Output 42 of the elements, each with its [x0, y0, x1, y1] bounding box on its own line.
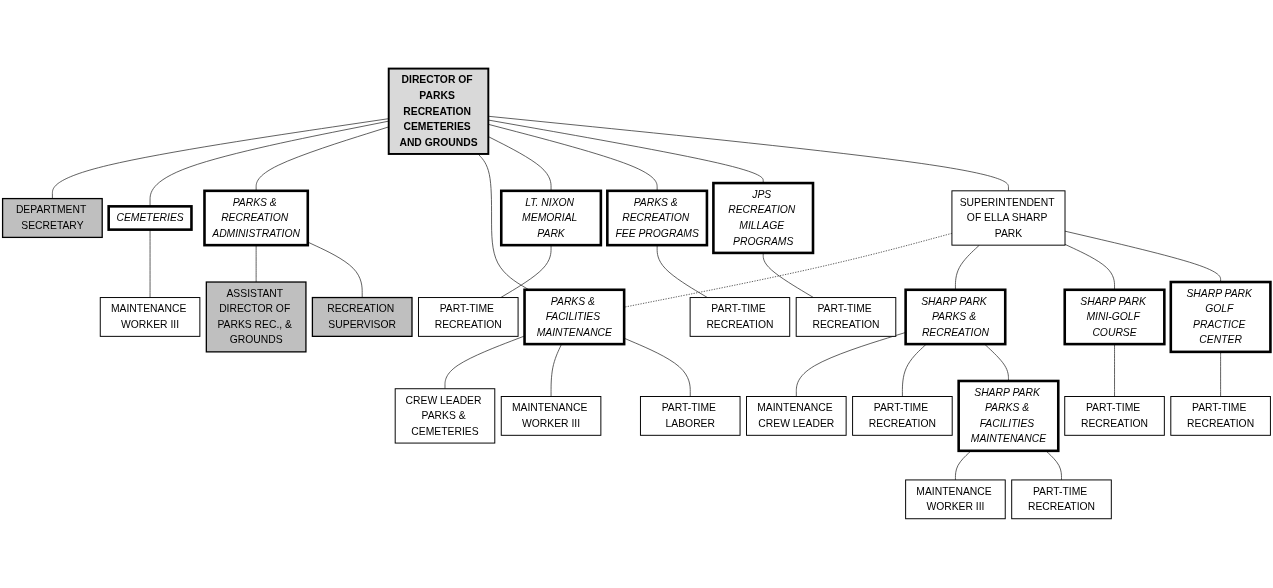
- node-box: ASSISTANT DIRECTOR OF PARKS REC., & GROUNDS: [205, 281, 307, 353]
- node-box: PART-TIME RECREATION: [795, 297, 897, 338]
- connector: [656, 245, 708, 299]
- node-box: SUPERINTENDENT OF ELLA SHARP PARK: [951, 190, 1066, 246]
- node-box: JPS RECREATION MILLAGE PROGRAMS: [712, 182, 815, 255]
- node-box: PART-TIME RECREATION: [1170, 396, 1271, 437]
- node-box: PART-TIME LABORER: [639, 396, 741, 437]
- node-box: RECREATION SUPERVISOR: [311, 297, 413, 338]
- node-box: SHARP PARK PARKS & RECREATION: [904, 288, 1007, 346]
- connector: [1114, 344, 1115, 398]
- node-box: DEPARTMENT SECRETARY: [1, 198, 103, 239]
- node-box: SHARP PARK PARKS & FACILITIES MAINTENANCE: [957, 380, 1060, 453]
- node-box: PARKS & RECREATION FEE PROGRAMS: [606, 189, 709, 247]
- node-box: MAINTENANCE WORKER III: [99, 297, 201, 338]
- connector: [255, 245, 257, 283]
- connector: [444, 335, 525, 390]
- connector: [307, 242, 363, 299]
- node-box: PART-TIME RECREATION: [1064, 396, 1165, 437]
- node-box: PART-TIME RECREATION: [689, 297, 791, 338]
- node-box: PART-TIME RECREATION: [418, 297, 519, 338]
- node-box: MAINTENANCE WORKER III: [905, 479, 1006, 520]
- connector: [1064, 231, 1221, 283]
- node-box: SHARP PARK MINI-GOLF COURSE: [1063, 288, 1166, 346]
- node-box: MAINTENANCE CREW LEADER: [746, 396, 847, 437]
- node-box: CREW LEADER PARKS & CEMETERIES: [394, 388, 496, 444]
- connector: [149, 229, 151, 299]
- connector: [795, 332, 906, 398]
- node-box: LT. NIXON MEMORIAL PARK: [499, 189, 603, 247]
- node-box: PARKS & FACILITIES MAINTENANCE: [523, 288, 626, 346]
- connector: [984, 344, 1009, 382]
- node-box: PART-TIME RECREATION: [852, 396, 953, 437]
- connector: [902, 344, 927, 398]
- node-box: PARKS & RECREATION ADMINISTRATION: [203, 189, 310, 247]
- connector: [1064, 244, 1115, 291]
- node-box: DIRECTOR OF PARKS RECREATION CEMETERIES AND GROUNDS: [387, 67, 490, 156]
- node-box: CEMETERIES: [107, 205, 193, 232]
- connector: [500, 245, 552, 299]
- node-box: MAINTENANCE WORKER III: [500, 396, 602, 437]
- connector: [550, 344, 562, 398]
- node-box: PART-TIME RECREATION: [1011, 479, 1112, 520]
- connector: [955, 245, 980, 291]
- node-box: SHARP PARK GOLF PRACTICE CENTER: [1169, 281, 1272, 354]
